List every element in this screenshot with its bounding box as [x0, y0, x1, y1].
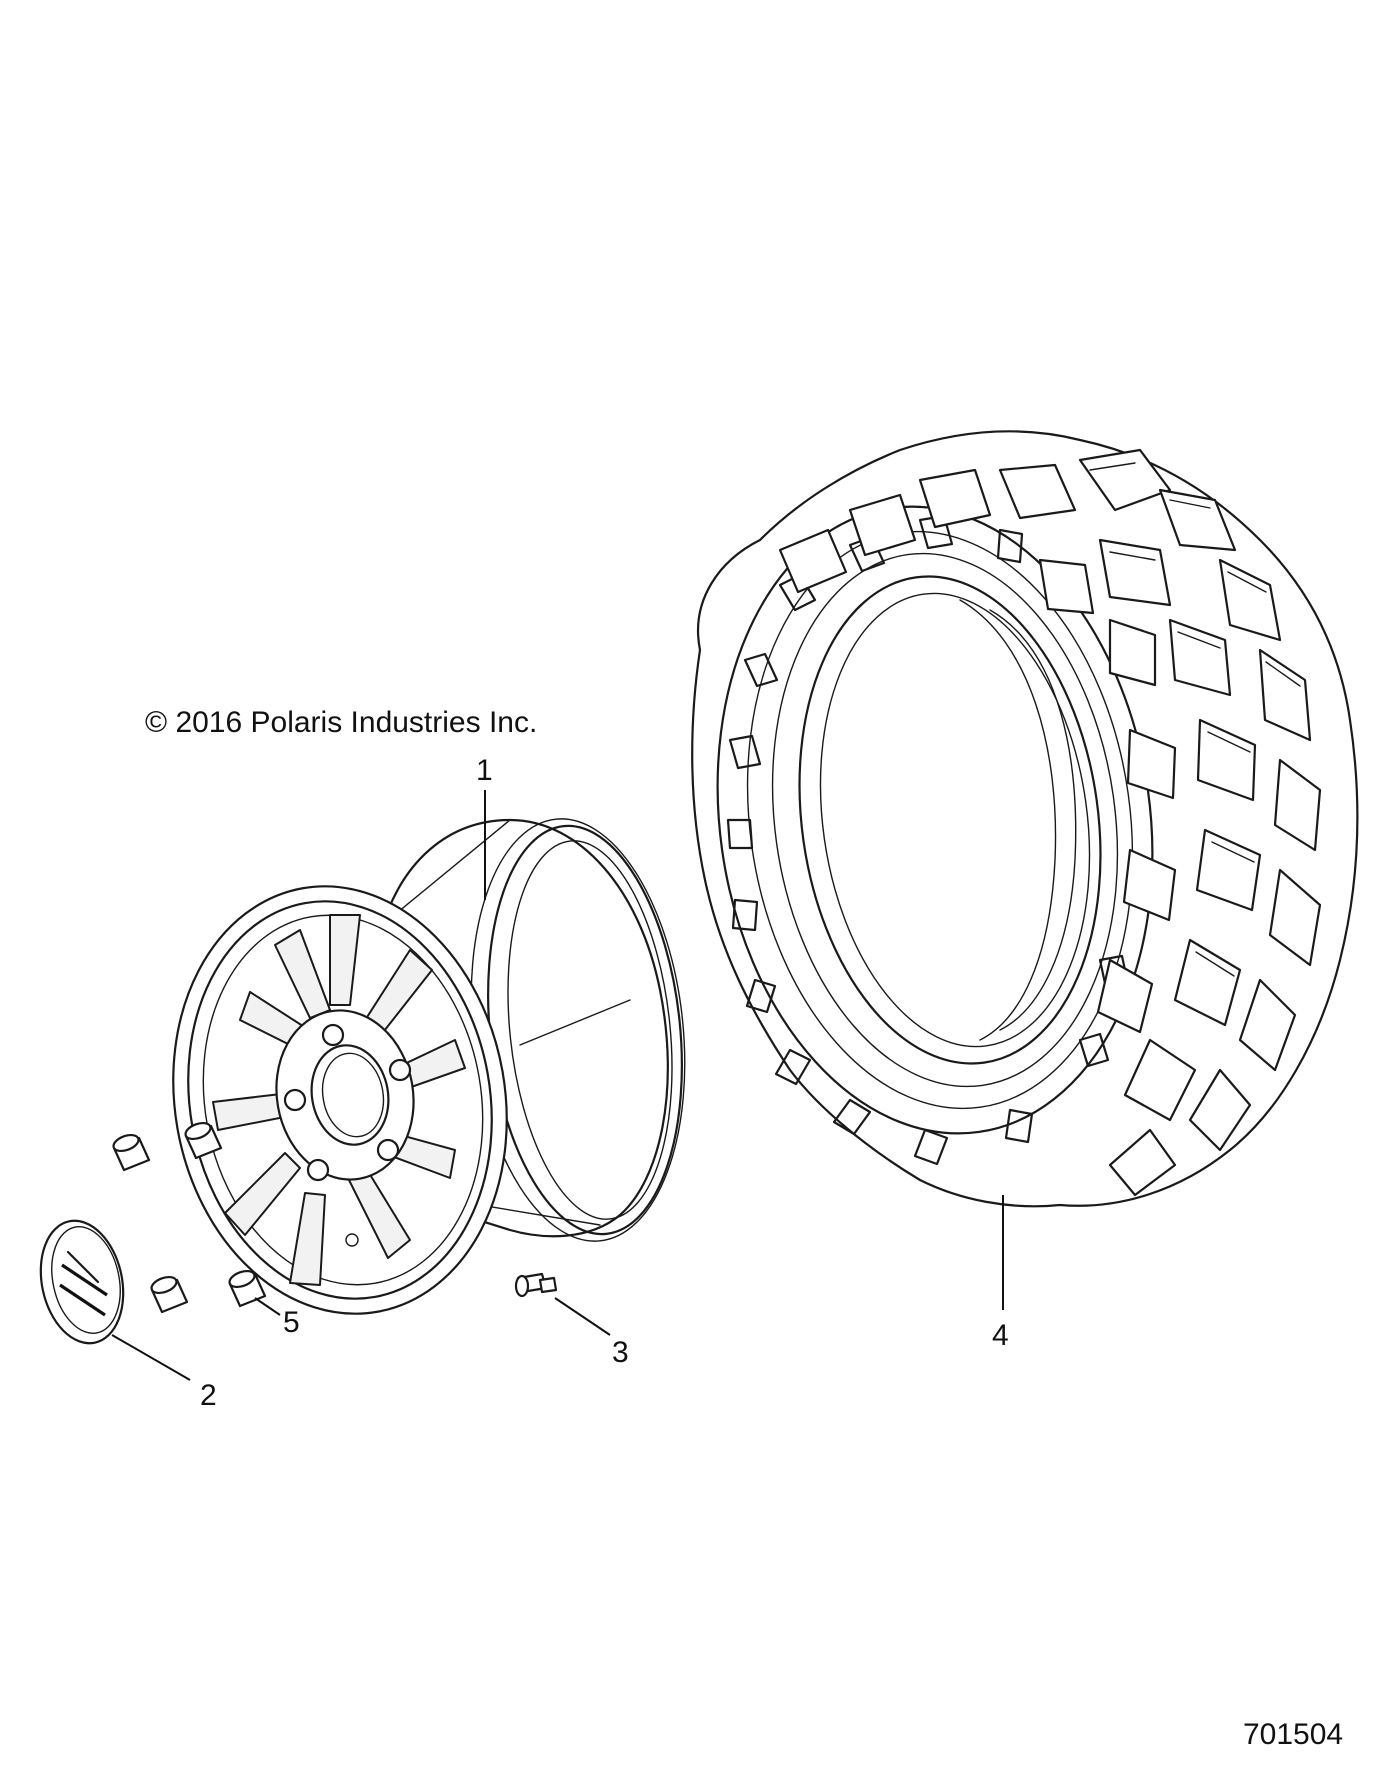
center-cap	[39, 1219, 125, 1345]
tire	[691, 430, 1359, 1208]
lug-nut	[184, 1121, 223, 1160]
copyright-notice: © 2016 Polaris Industries Inc.	[145, 706, 537, 739]
valve-stem	[514, 1272, 558, 1298]
callout-3: 3	[612, 1336, 629, 1369]
leader-line-3	[554, 1297, 611, 1336]
callout-1: 1	[476, 754, 493, 787]
wheel-rim	[172, 818, 686, 1315]
callout-4: 4	[992, 1319, 1009, 1352]
callout-5: 5	[283, 1306, 300, 1339]
lug-nut	[150, 1275, 189, 1314]
lug-nut	[112, 1133, 151, 1172]
leader-line-2	[111, 1334, 191, 1381]
leader-line-5	[254, 1297, 281, 1316]
callout-2: 2	[200, 1379, 217, 1412]
lug-nut-group	[112, 1121, 267, 1314]
drawing-number: 701504	[1243, 1718, 1343, 1751]
